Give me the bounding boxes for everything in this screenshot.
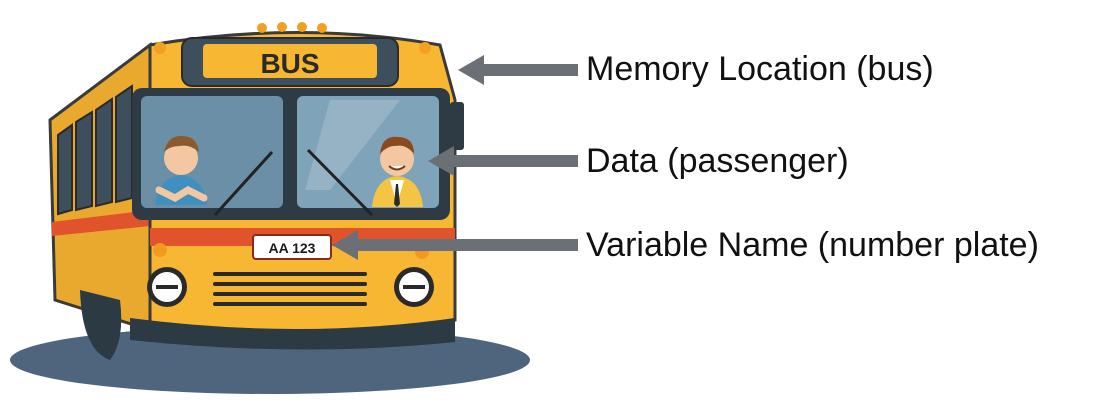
destination-sign xyxy=(203,44,377,78)
driver-figure xyxy=(155,135,208,205)
windshield-glare xyxy=(305,100,400,190)
arrow-data xyxy=(428,146,578,176)
wiper-left xyxy=(213,150,274,217)
arrow-memory-location xyxy=(458,55,578,85)
arrow-variable-name xyxy=(332,230,578,260)
wiper-right xyxy=(306,148,374,217)
bumper xyxy=(130,318,455,350)
label-data: Data (passenger) xyxy=(586,142,849,180)
rear-wheel xyxy=(80,290,122,360)
indicator-left xyxy=(153,243,167,257)
plate-text: AA 123 xyxy=(269,240,316,256)
passenger-figure xyxy=(372,136,423,207)
label-memory-location: Memory Location (bus) xyxy=(586,50,934,88)
marker-light-left xyxy=(154,42,166,54)
grille xyxy=(213,272,367,306)
roof-lights xyxy=(257,22,327,33)
sign-text: BUS xyxy=(260,48,319,79)
number-plate xyxy=(252,234,332,260)
side-mirror xyxy=(450,102,464,150)
label-variable-name: Variable Name (number plate) xyxy=(586,226,1039,264)
side-windows xyxy=(57,84,133,216)
side-stripe xyxy=(52,210,150,236)
marker-light-right xyxy=(419,42,431,54)
headlight-right xyxy=(394,267,434,307)
headlight-left xyxy=(147,267,187,307)
